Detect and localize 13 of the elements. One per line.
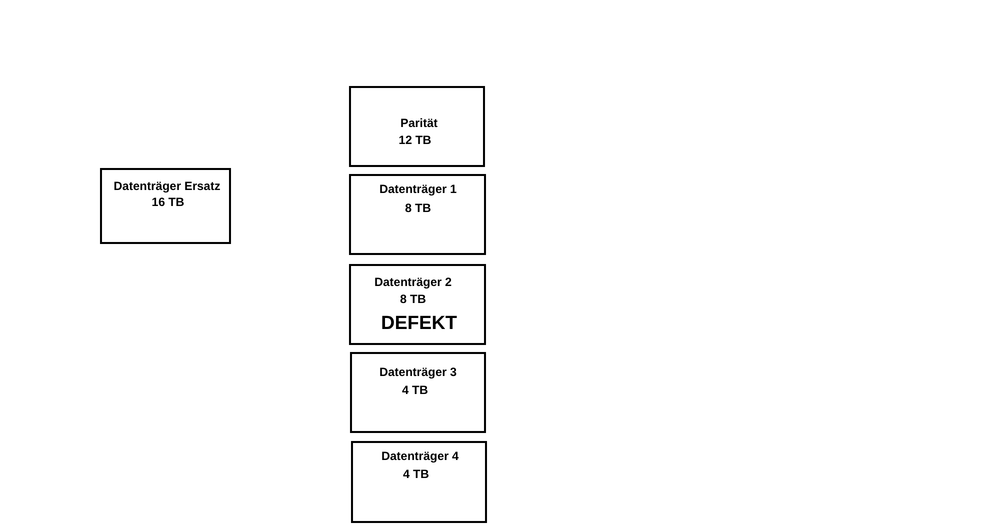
disk-name: Datenträger 3 (379, 366, 457, 380)
disk-name: Datenträger 1 (379, 183, 457, 197)
disk-name: Parität (400, 117, 438, 131)
disk-name: Datenträger 2 (374, 276, 452, 290)
disk-capacity: 8 TB (405, 202, 431, 216)
disk-capacity: 8 TB (400, 293, 426, 307)
disk-capacity: 4 TB (403, 468, 429, 482)
disk-name: Datenträger Ersatz (114, 180, 220, 194)
disk-capacity: 16 TB (152, 196, 184, 210)
disk-capacity: 12 TB (398, 134, 432, 148)
disk-name: Datenträger 4 (381, 450, 459, 464)
status-label: DEFEKT (381, 313, 457, 335)
disk-capacity: 4 TB (402, 384, 428, 398)
